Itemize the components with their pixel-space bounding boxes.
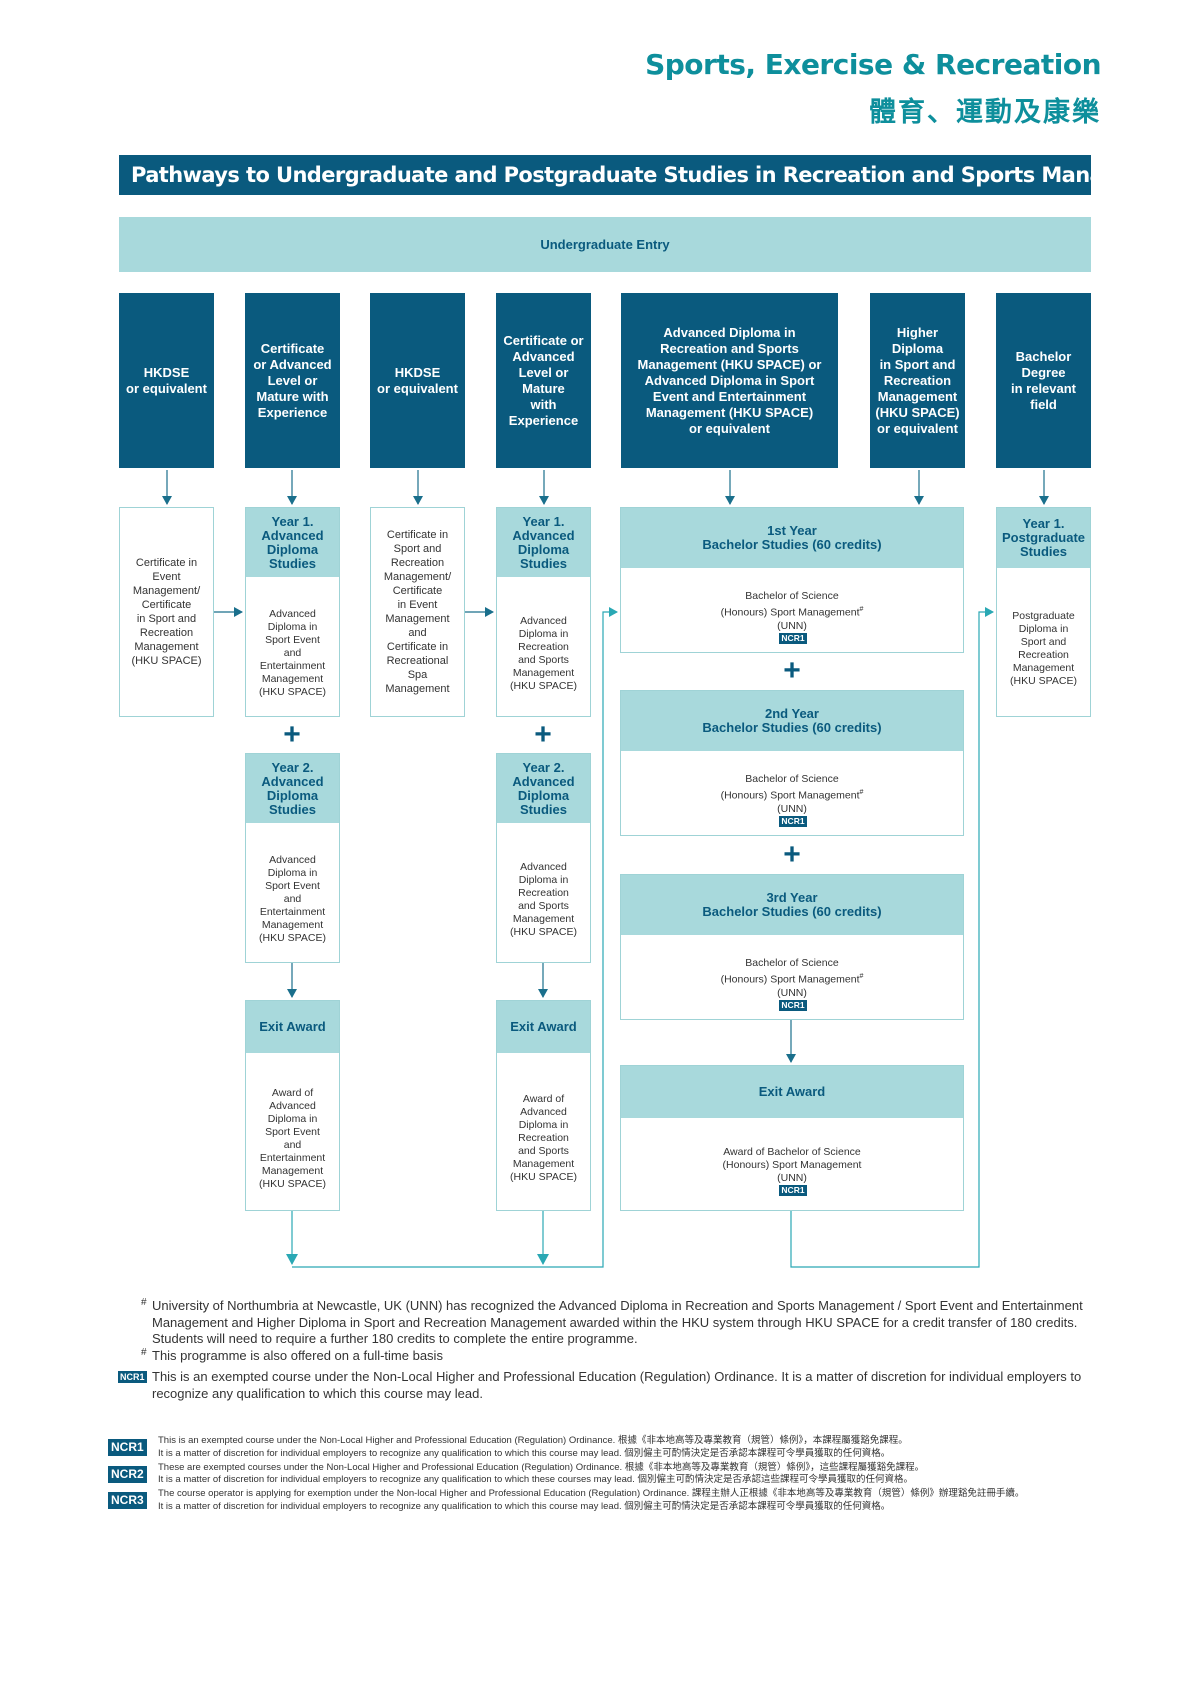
footnote-text: University of Northumbria at Newcastle, … — [152, 1298, 1083, 1346]
legend-line-1: These are exempted courses under the Non… — [158, 1461, 925, 1473]
bachelor-year3-body: Bachelor of Science (Honours) Sport Mana… — [621, 935, 963, 1033]
ncr1-badge: NCR1 — [779, 632, 807, 644]
bachelor-exit-award-heading: Exit Award — [621, 1066, 963, 1118]
footnote-unn: # University of Northumbria at Newcastle… — [138, 1297, 1088, 1348]
bachelor-exit-award-body: Award of Bachelor of Science (Honours) S… — [621, 1118, 963, 1224]
degree-subject: (Honours) Sport Management# — [720, 789, 864, 802]
footnote-text: This programme is also offered on a full… — [152, 1347, 443, 1363]
page-title-banner: Pathways to Undergraduate and Postgradua… — [119, 155, 1091, 195]
plus-icon: + — [783, 654, 801, 687]
legend-line-2: It is a matter of discretion for individ… — [158, 1447, 891, 1459]
ncr2-badge: NCR2 — [108, 1465, 147, 1483]
legend-line-1: The course operator is applying for exem… — [158, 1488, 1025, 1500]
footnote-mark: # — [141, 1297, 147, 1308]
footnote-text: This is an exempted course under the Non… — [152, 1369, 1082, 1401]
footnote-ncr1: NCR1 This is an exempted course under th… — [118, 1369, 1088, 1402]
ncr-legend: NCR1 This is an exempted course under th… — [108, 1435, 1098, 1515]
brand-title-en: Sports, Exercise & Recreation — [645, 48, 1101, 81]
bachelor-year1-body: Bachelor of Science (Honours) Sport Mana… — [621, 568, 963, 666]
exit-award-heading: Exit Award — [246, 1001, 339, 1053]
plus-icon: + — [283, 718, 301, 751]
ncr1-badge: NCR1 — [779, 999, 807, 1011]
footnotes: # University of Northumbria at Newcastle… — [118, 1297, 1088, 1402]
ncr-legend-row-1: NCR1 This is an exempted course under th… — [108, 1435, 1098, 1461]
exit-award-heading: Exit Award — [497, 1001, 590, 1053]
bachelor-year2-body: Bachelor of Science (Honours) Sport Mana… — [621, 751, 963, 849]
route-to-bachelor — [292, 607, 618, 1268]
brand-title-zh: 體育、運動及康樂 — [869, 97, 1101, 128]
degree-name: Bachelor of Science — [745, 590, 839, 603]
ncr-legend-row-2: NCR2 These are exempted courses under th… — [108, 1462, 1098, 1488]
degree-institution: (UNN) NCR1 — [777, 986, 807, 1011]
degree-name: Bachelor of Science — [745, 773, 839, 786]
plus-icon: + — [534, 718, 552, 751]
legend-line-2: It is a matter of discretion for individ… — [158, 1500, 891, 1512]
ncr1-badge: NCR1 — [779, 1185, 807, 1196]
award-name: Award of Bachelor of Science — [723, 1146, 861, 1158]
ncr1-badge: NCR1 — [108, 1439, 147, 1456]
legend-line-2: It is a matter of discretion for individ… — [158, 1474, 913, 1486]
ncr1-badge: NCR1 — [779, 815, 807, 827]
plus-icon: + — [783, 838, 801, 871]
ncr3-badge: NCR3 — [108, 1492, 147, 1510]
footnote-full-time: # This programme is also offered on a fu… — [138, 1346, 1088, 1365]
undergraduate-entry-band: Undergraduate Entry — [119, 217, 1091, 272]
degree-subject: (Honours) Sport Management# — [720, 973, 864, 986]
award-institution: (UNN) NCR1 — [777, 1172, 807, 1196]
route-to-postgrad — [790, 607, 994, 1268]
ncr1-badge: NCR1 — [118, 1371, 147, 1383]
bachelor-exit-award-card: Exit Award Award of Bachelor of Science … — [620, 1065, 964, 1211]
degree-subject: (Honours) Sport Management# — [720, 606, 864, 619]
degree-institution: (UNN) NCR1 — [777, 619, 807, 644]
award-subject: (Honours) Sport Management — [722, 1159, 862, 1171]
degree-name: Bachelor of Science — [745, 957, 839, 970]
footnote-mark: # — [141, 1346, 147, 1358]
ncr-legend-row-3: NCR3 The course operator is applying for… — [108, 1488, 1098, 1514]
legend-line-1: This is an exempted course under the Non… — [158, 1435, 908, 1446]
degree-institution: (UNN) NCR1 — [777, 802, 807, 827]
